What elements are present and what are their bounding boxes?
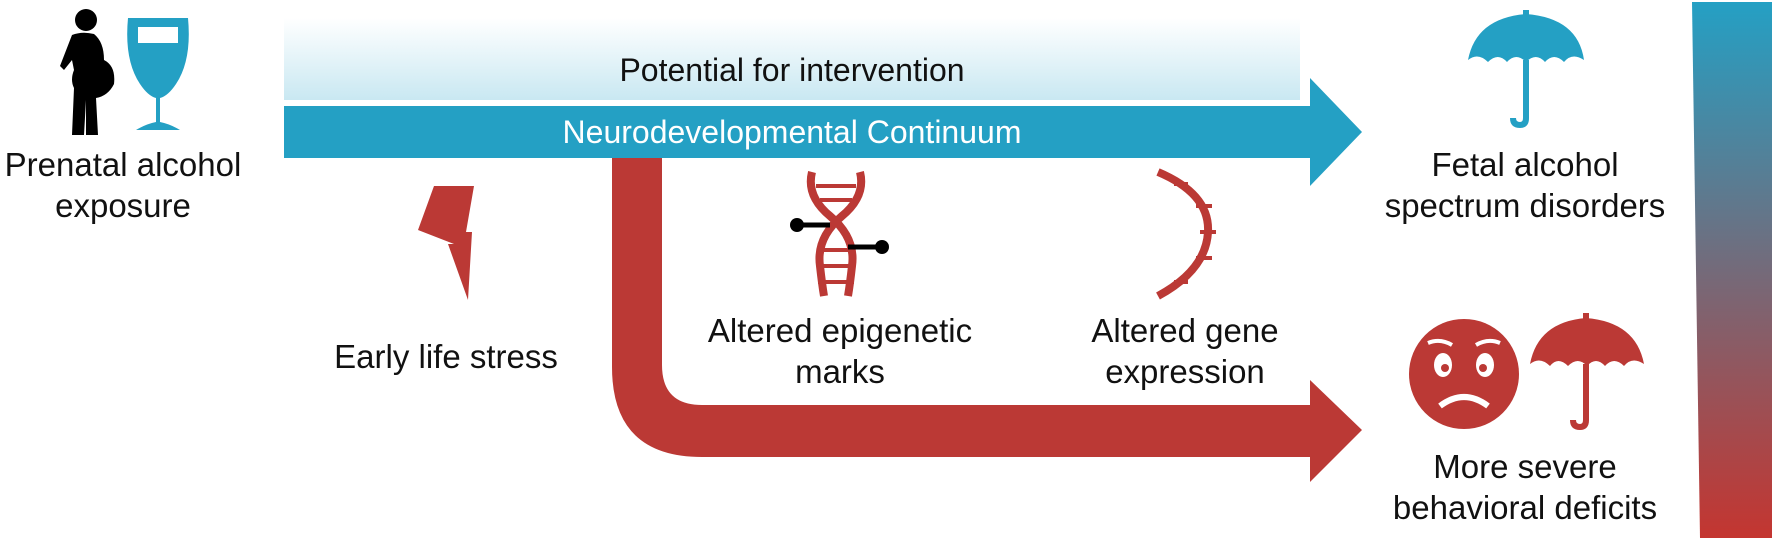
stress-label: Early life stress <box>334 338 558 375</box>
severe-label-line2: behavioral deficits <box>1392 489 1658 527</box>
dna-methylation-icon <box>790 171 889 297</box>
gene-label-line1: Altered gene <box>1091 312 1279 349</box>
epigenetic-label: Altered epigenetic marks <box>690 310 990 393</box>
gene-label-line2: expression <box>1105 353 1265 391</box>
fasd-label-line1: Fetal alcohol <box>1431 146 1619 183</box>
neurodevelopmental-label: Neurodevelopmental Continuum <box>562 114 1022 150</box>
intervention-label: Potential for intervention <box>619 52 965 88</box>
prenatal-label: Prenatal alcohol exposure <box>0 144 246 227</box>
severity-arrow <box>612 158 1362 482</box>
lightning-bolt-icon <box>418 186 474 300</box>
intervention-band <box>284 18 1300 100</box>
fasd-label: Fetal alcohol spectrum disorders <box>1370 144 1680 227</box>
umbrella-icon-red <box>1530 313 1644 430</box>
rna-strand-icon <box>1156 168 1216 300</box>
fasd-label-line2: spectrum disorders <box>1384 187 1666 225</box>
sad-face-icon <box>1409 319 1519 429</box>
pregnant-woman-icon <box>60 9 115 135</box>
epigenetic-label-line2: marks <box>795 353 885 391</box>
prenatal-label-line2: exposure <box>55 187 191 225</box>
neurodevelopmental-arrow <box>284 78 1362 186</box>
severe-deficits-label: More severe behavioral deficits <box>1370 446 1680 529</box>
severe-label-line1: More severe <box>1433 448 1617 485</box>
gene-expression-label: Altered gene expression <box>1050 310 1320 393</box>
wine-glass-icon <box>127 18 189 130</box>
prenatal-label-line1: Prenatal alcohol <box>4 146 242 183</box>
umbrella-icon <box>1468 10 1584 128</box>
epigenetic-label-line1: Altered epigenetic <box>707 312 973 349</box>
severity-gradient-bar <box>1692 2 1772 538</box>
